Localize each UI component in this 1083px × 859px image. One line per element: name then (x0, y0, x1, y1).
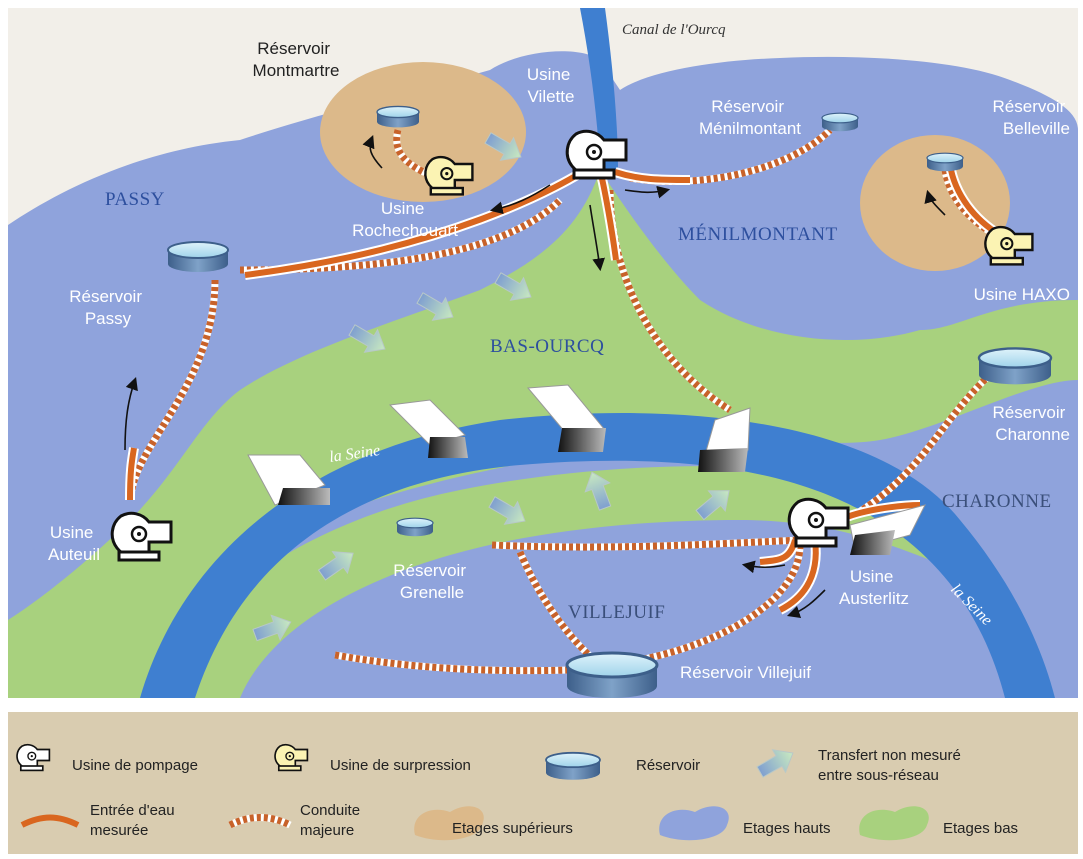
svg-text:Usine de surpression: Usine de surpression (330, 757, 471, 774)
label-reservoir-passy: Réservoir Passy (69, 287, 146, 328)
legend-booster: Usine de surpression (274, 743, 471, 774)
legend-transfer: Transfert non mesuré entre sous-réseau (753, 741, 965, 784)
svg-text:Etages bas: Etages bas (943, 820, 1018, 837)
legend-major: Conduite majeure (228, 802, 364, 839)
zone-passy: PASSY (105, 189, 165, 210)
label-reservoir-grenelle: Réservoir Grenelle (393, 561, 470, 602)
seine-gates (247, 384, 926, 555)
legend-measured: Entrée d'eau mesurée (20, 802, 179, 839)
canal-label: Canal de l'Ourcq (622, 22, 726, 38)
zone-villejuif: VILLEJUIF (568, 602, 665, 623)
label-usine-vilette: Usine Vilette (527, 65, 575, 106)
label-reservoir-charonne: Réservoir Charonne (993, 403, 1070, 444)
svg-text:Etages hauts: Etages hauts (743, 820, 831, 837)
legend-low: Etages bas (859, 806, 1018, 841)
svg-text:Entrée d'eau mesurée: Entrée d'eau mesurée (90, 802, 179, 839)
svg-text:Usine de pompage: Usine de pompage (72, 757, 198, 774)
legend-upper: Etages supérieurs (414, 806, 573, 841)
upper-zone-montmartre (320, 62, 526, 202)
label-seine-north: la Seine (328, 442, 381, 466)
label-usine-haxo: Usine HAXO (974, 285, 1070, 304)
label-reservoir-menilmontant: Réservoir Ménilmontant (699, 97, 801, 138)
legend-high: Etages hauts (659, 806, 831, 841)
svg-text:Etages supérieurs: Etages supérieurs (452, 820, 573, 837)
zone-bas-ourcq: BAS-OURCQ (490, 336, 604, 357)
flow-arrows (124, 135, 946, 619)
label-usine-rochechouart: Usine Rochechouart (352, 199, 458, 240)
svg-text:Transfert non mesuré ent: Transfert non mesuré entre sous-réseau (818, 747, 965, 784)
legend-reservoir: Réservoir (545, 751, 700, 781)
legend-pump: Usine de pompage (16, 743, 198, 774)
seine-river (140, 413, 1055, 698)
canal-ourcq (580, 8, 618, 170)
zone-menilmontant: MÉNILMONTANT (678, 223, 838, 245)
svg-text:Réservoir: Réservoir (636, 757, 700, 774)
zone-charonne: CHARONNE (942, 491, 1052, 512)
label-usine-auteuil: Usine Auteuil (48, 523, 100, 564)
label-reservoir-villejuif: Réservoir Villejuif (680, 663, 811, 682)
svg-text:Conduite majeure: Conduite majeure (300, 802, 364, 839)
label-usine-austerlitz: Usine Austerlitz (839, 567, 909, 608)
label-reservoir-montmartre: Réservoir Montmartre (253, 39, 340, 80)
label-reservoir-belleville: Réservoir Belleville (993, 97, 1070, 138)
